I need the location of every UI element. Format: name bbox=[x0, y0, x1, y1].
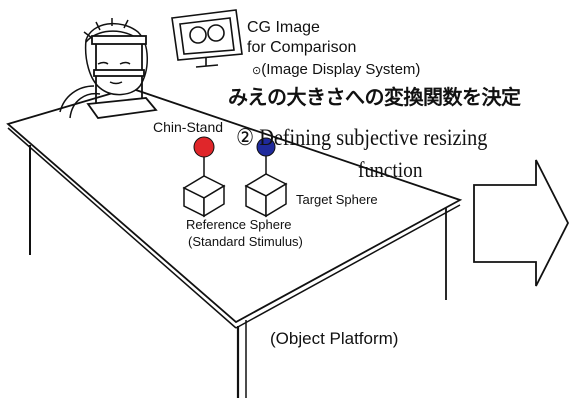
table-edge-right bbox=[235, 204, 461, 329]
step-title-text: Defining subjective resizing bbox=[259, 125, 488, 150]
step-title: ② Defining subjective resizing bbox=[236, 126, 487, 149]
target-sphere bbox=[256, 137, 276, 157]
big-right-arrow bbox=[473, 159, 570, 287]
standard-stimulus-label: (Standard Stimulus) bbox=[188, 234, 303, 249]
table-top bbox=[6, 87, 463, 324]
step-number: ② bbox=[236, 125, 255, 150]
reference-sphere bbox=[193, 136, 215, 158]
chin-stand-label: Chin-Stand bbox=[153, 119, 224, 135]
target-sphere-label: Target Sphere bbox=[296, 192, 378, 207]
target-sphere-stand bbox=[244, 156, 288, 218]
object-platform-label: (Object Platform) bbox=[270, 329, 399, 348]
cg-display-monitor bbox=[171, 9, 243, 68]
reference-sphere-label: Reference Sphere bbox=[186, 217, 292, 232]
display-system-label: ⊙(Image Display System) bbox=[252, 61, 421, 78]
japanese-title: みえの大きさへの変換関数を決定 bbox=[228, 87, 521, 109]
cg-comparison-label: for Comparison bbox=[247, 39, 357, 56]
reference-sphere-stand bbox=[182, 156, 226, 218]
cg-image-label: CG Image bbox=[247, 19, 320, 36]
chin-stand-frame bbox=[86, 35, 158, 119]
small-circle-icon: ⊙ bbox=[252, 65, 262, 77]
table-edge bbox=[7, 127, 237, 329]
step-title-line2: function bbox=[358, 157, 423, 182]
